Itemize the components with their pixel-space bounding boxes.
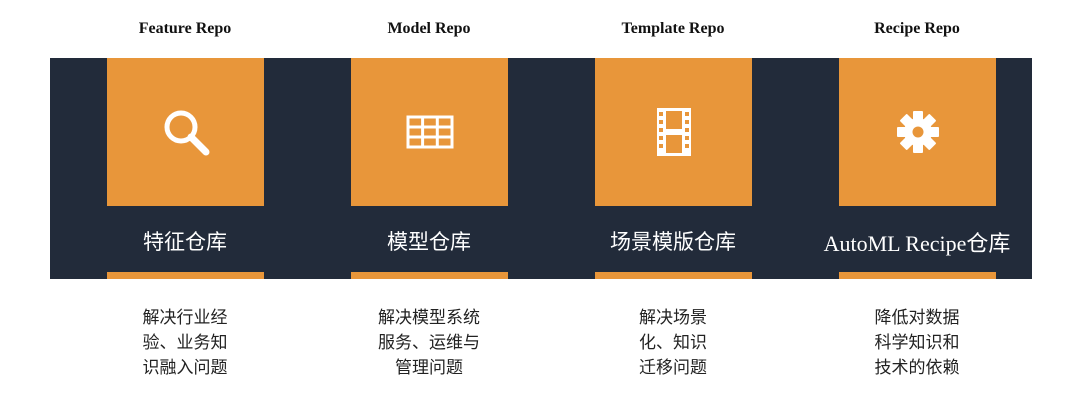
recipe-repo-description: 降低对数据 科学知识和 技术的依赖 [817, 306, 1017, 381]
description-line: 降低对数据 [874, 308, 960, 328]
model-repo-label: 模型仓库 [387, 230, 471, 254]
model-repo-card[interactable] [351, 58, 508, 206]
recipe-repo-label: AutoML Recipe仓库 [823, 231, 1011, 256]
recipe-repo-underline [839, 272, 996, 279]
template-repo-title: Template Repo [621, 20, 725, 37]
template-repo-underline [595, 272, 752, 279]
description-line: 迁移问题 [639, 358, 707, 378]
feature-repo-description: 解决行业经 验、业务知 识融入问题 [85, 306, 285, 381]
description-line: 解决场景 [639, 308, 707, 328]
recipe-repo-title: Recipe Repo [874, 20, 960, 37]
description-line: 解决行业经 [142, 308, 228, 328]
feature-repo-card[interactable] [107, 58, 264, 206]
table-grid-icon [406, 115, 454, 149]
description-line: 化、知识 [639, 333, 707, 353]
description-line: 解决模型系统 [378, 308, 480, 328]
template-repo-card[interactable] [595, 58, 752, 206]
model-repo-title: Model Repo [387, 20, 471, 37]
film-strip-icon [656, 108, 691, 156]
model-repo-description: 解决模型系统 服务、运维与 管理问题 [329, 306, 529, 381]
feature-repo-underline [107, 272, 264, 279]
template-repo-label: 场景模版仓库 [610, 230, 736, 254]
description-line: 技术的依赖 [874, 358, 960, 378]
description-line: 科学知识和 [874, 333, 960, 353]
description-line: 验、业务知 [142, 333, 228, 353]
model-repo-underline [351, 272, 508, 279]
gear-icon [896, 110, 940, 154]
description-line: 管理问题 [395, 358, 463, 378]
description-line: 识融入问题 [142, 358, 228, 378]
template-repo-description: 解决场景 化、知识 迁移问题 [573, 306, 773, 381]
feature-repo-label: 特征仓库 [143, 230, 227, 254]
recipe-repo-card[interactable] [839, 58, 996, 206]
search-icon [160, 106, 212, 158]
description-line: 服务、运维与 [378, 333, 480, 353]
feature-repo-title: Feature Repo [138, 20, 232, 37]
